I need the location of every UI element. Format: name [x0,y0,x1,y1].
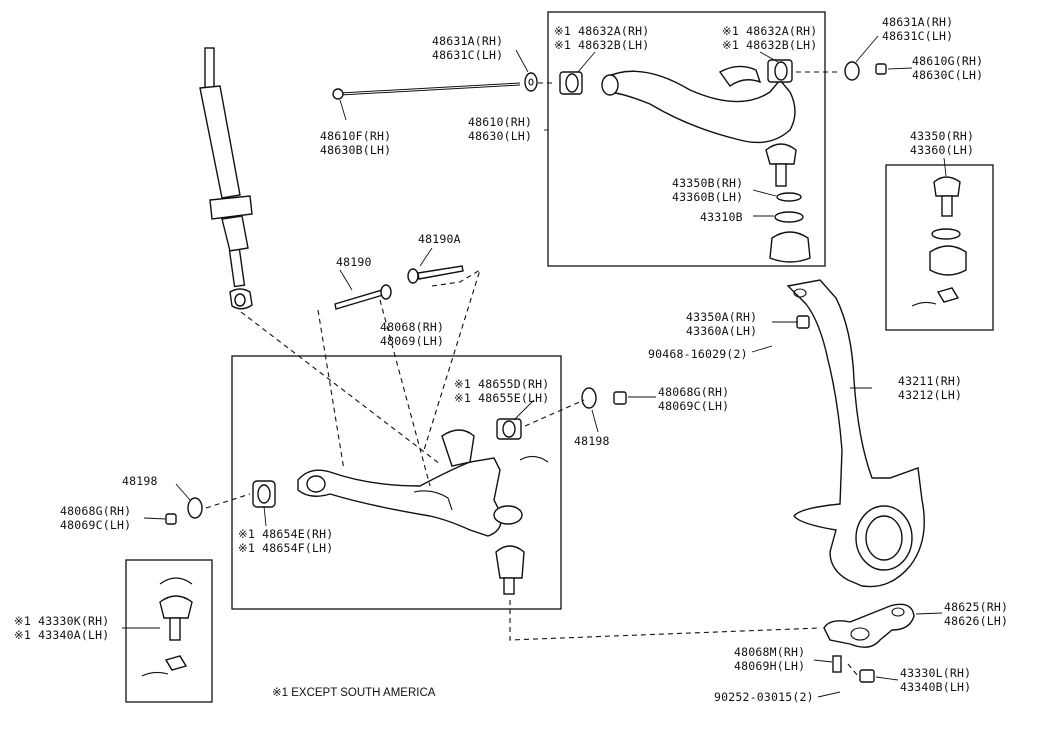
label-48630c-lh: 48630C(LH) [912,68,983,82]
label-48610-rh: 48610(RH) [468,115,532,129]
cam-washer-48198-left [187,497,203,519]
dash-balljoint-to-knuckle [509,600,821,641]
label-43340b-lh: 43340B(LH) [900,680,971,694]
strut-rod [332,72,538,100]
steering-knuckle [786,279,925,588]
label-48632a-left: ※1 48632A(RH) [554,24,649,38]
label-43360-lh: 43360(LH) [910,143,974,157]
label-48631c-lh-2: 48631C(LH) [882,29,953,43]
lower-control-arm [252,418,549,537]
label-48655d-rh: ※1 48655D(RH) [454,377,549,391]
leader-lines [122,35,947,698]
part-labels: 48631A(RH) 48631C(LH) 48610F(RH) 48630B(… [14,15,1008,704]
bolt-48190 [334,284,392,310]
label-48068g-rh-left: 48068G(RH) [60,504,131,518]
label-48625-rh: 48625(RH) [944,600,1008,614]
label-43330k-rh: ※1 43330K(RH) [14,614,109,628]
label-90252-03015: 90252-03015(2) [714,690,814,704]
label-48068-rh: 48068(RH) [380,320,444,334]
label-43310b: 43310B [700,210,743,224]
lower-arm-frame [231,355,562,610]
label-43350-rh: 43350(RH) [910,129,974,143]
label-48069c-lh-left: 48069C(LH) [60,518,131,532]
nut-48068g-left [165,513,177,525]
bolt-48190a [407,265,464,284]
dash-bolt-48190 [317,299,431,487]
label-48069c-lh-right: 48069C(LH) [658,399,729,413]
label-48069h-lh: 48069H(LH) [734,659,805,673]
dash-shock-to-arm [240,311,441,465]
ball-joint-frame-right [885,164,994,331]
ball-joint-kit-left [141,577,193,677]
label-48631c-lh: 48631C(LH) [432,48,503,62]
label-48068m-rh: 48068M(RH) [734,645,805,659]
ball-joint-kit-right [911,176,967,307]
label-48069-lh: 48069(LH) [380,334,444,348]
label-43360b-lh: 43360B(LH) [672,190,743,204]
label-48654e-rh: ※1 48654E(RH) [238,527,333,541]
label-48630b-lh: 48630B(LH) [320,143,391,157]
ball-joint-frame-left [125,559,213,703]
label-48630-lh: 48630(LH) [468,129,532,143]
label-48632b-right: ※1 48632B(LH) [722,38,817,52]
upper-arm-frame [547,11,826,267]
nut-48068g-right [613,391,627,405]
dash-bolt-48190a [423,268,481,451]
cam-washer-48198-right [581,387,597,409]
lower-ball-joint [495,545,525,595]
shock-absorber [199,47,253,310]
label-43360a-lh: 43360A(LH) [686,324,757,338]
label-48190a: 48190A [418,232,461,246]
upper-ball-joint [765,143,811,263]
label-48631a-rh: 48631A(RH) [432,34,503,48]
label-48610f-rh: 48610F(RH) [320,129,391,143]
label-48198-right: 48198 [574,434,610,448]
footnote-except-south-america: ※1 EXCEPT SOUTH AMERICA [272,687,436,699]
dash-lower-right [524,399,585,427]
label-43211-rh: 43211(RH) [898,374,962,388]
label-48610g-rh: 48610G(RH) [912,54,983,68]
label-48626-lh: 48626(LH) [944,614,1008,628]
dash-lower-left [205,493,251,509]
label-43330l-rh: 43330L(RH) [900,666,971,680]
label-48632a-right: ※1 48632A(RH) [722,24,817,38]
dash-steering-arm [847,663,859,677]
label-48631a-rh-2: 48631A(RH) [882,15,953,29]
label-43212-lh: 43212(LH) [898,388,962,402]
label-43340a-lh: ※1 43340A(LH) [14,628,109,642]
label-48654f-lh: ※1 48654F(LH) [238,541,333,555]
label-90468-16029: 90468-16029(2) [648,347,748,361]
steering-arm [823,603,915,683]
label-48655e-lh: ※1 48655E(LH) [454,391,549,405]
label-48198-left: 48198 [122,474,158,488]
label-43350a-rh: 43350A(RH) [686,310,757,324]
label-48190: 48190 [336,255,372,269]
label-43350b-rh: 43350B(RH) [672,176,743,190]
label-48632b-left: ※1 48632B(LH) [554,38,649,52]
upper-control-arm [559,59,887,144]
label-48068g-rh-right: 48068G(RH) [658,385,729,399]
